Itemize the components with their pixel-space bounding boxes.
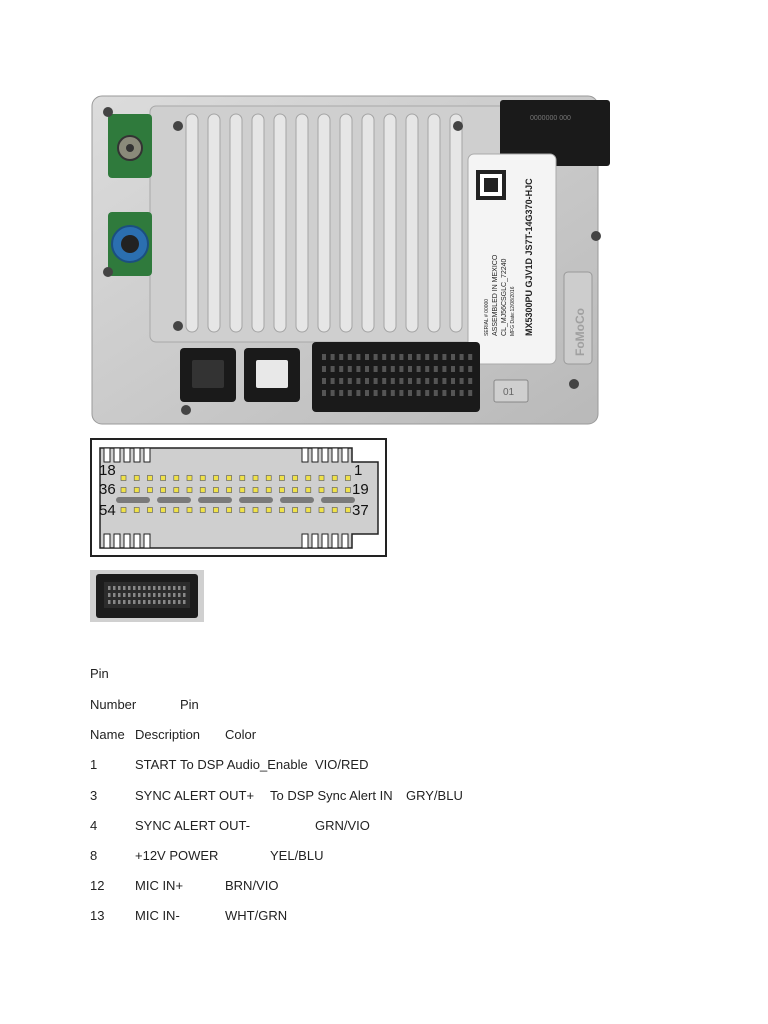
wire-color: YEL/BLU [270,848,324,863]
table-row: 13 MIC IN- WHT/GRN [90,908,490,924]
header-pin-2: Pin [180,697,199,712]
pin-label-1: 1 [354,462,362,479]
header-line-1: Pin [90,666,390,682]
pin-diagram: 18 1 36 19 54 37 [90,438,387,557]
wire-color: GRY/BLU [406,788,463,803]
pin-number: 8 [90,848,98,863]
pin-label-36: 36 [99,481,116,498]
pin-label-54: 54 [99,502,116,519]
table-row: 4 SYNC ALERT OUT- GRN/VIO [90,818,490,834]
pin-number: 13 [90,908,105,923]
pin-label-37: 37 [352,502,369,519]
pin-name: START [135,757,177,772]
pin-description: To DSP Audio_Enable [180,757,308,772]
table-row: 8 +12V POWER YEL/BLU [90,848,490,864]
table-row: 1 START To DSP Audio_Enable VIO/RED [90,757,490,773]
badge-label: 01 [503,387,515,398]
header-pin: Pin [90,666,109,681]
fomoco-logo: FoMoCo [573,308,587,356]
table-row: 3 SYNC ALERT OUT+ To DSP Sync Alert IN G… [90,788,490,804]
header-description: Description [135,727,201,742]
pin-name: +12V POWER [135,848,219,863]
header-line-3: Name Description Color [90,727,390,743]
header-number: Number [90,697,137,712]
header-color: Color [225,727,257,742]
wire-color: WHT/GRN [225,908,288,923]
wire-color: BRN/VIO [225,878,279,893]
module-photo: 0000000 000 SERIAL # 00000 ASSEMBLED IN … [91,95,610,425]
label-line-1: SERIAL # 00000 [484,299,490,336]
label-line-3: CL_MJ56CSGLC_72240 [501,258,508,336]
pin-number: 4 [90,818,98,833]
pin-label-18: 18 [99,462,116,479]
label-line-4: MFG Date:12/08/2016 [510,286,516,336]
top-connector-text: 0000000 000 [530,115,571,122]
pin-name: SYNC ALERT OUT- [135,818,251,833]
connector-thumbnail [90,570,204,622]
header-line-2: Number Pin [90,697,390,713]
pin-description: To DSP Sync Alert IN [270,788,393,803]
pin-number: 3 [90,788,98,803]
wire-color: GRN/VIO [315,818,370,833]
pin-name: MIC IN+ [135,878,184,893]
label-line-2: ASSEMBLED IN MEXICO [492,254,499,336]
table-row: 12 MIC IN+ BRN/VIO [90,878,490,894]
pin-name: MIC IN- [135,908,180,923]
label-line-5: MX5300PU GJV1D JS7T-14G370-HJC [524,178,534,336]
pin-label-19: 19 [352,481,369,498]
header-name: Name [90,727,125,742]
pin-name: SYNC ALERT OUT+ [135,788,255,803]
wire-color: VIO/RED [315,757,369,772]
pin-number: 1 [90,757,98,772]
pin-number: 12 [90,878,105,893]
